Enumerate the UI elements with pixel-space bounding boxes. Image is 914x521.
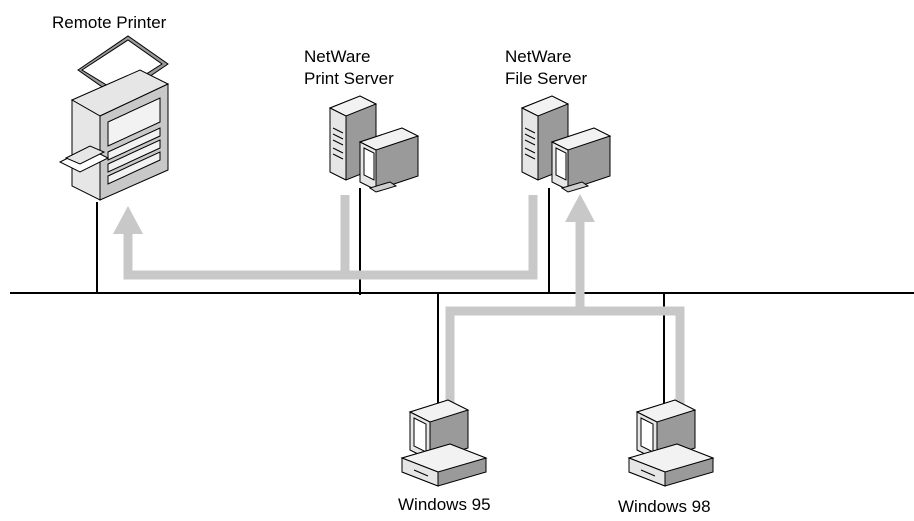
network-cables: [10, 188, 914, 418]
printer-arrowhead: [113, 206, 143, 234]
windows-95-label: Windows 95: [398, 495, 491, 514]
print-server-label-line2: Print Server: [304, 69, 394, 88]
file-server-icon: [521, 95, 611, 193]
windows-98-label: Windows 98: [618, 497, 711, 516]
file-server-label-line2: File Server: [505, 69, 588, 88]
printer-icon: [58, 35, 170, 201]
client1-computer-icon: [401, 399, 487, 487]
file-server-arrowhead: [565, 194, 595, 222]
print-server-label-line1: NetWare: [304, 47, 371, 66]
client2-computer-icon: [628, 399, 714, 487]
remote-printer-label: Remote Printer: [52, 13, 167, 32]
print-server-icon: [329, 95, 419, 193]
file-server-label-line1: NetWare: [505, 47, 572, 66]
client-flow-path: [445, 220, 685, 410]
print-job-flow-path: [123, 195, 538, 280]
flow-arrows: [123, 195, 685, 410]
